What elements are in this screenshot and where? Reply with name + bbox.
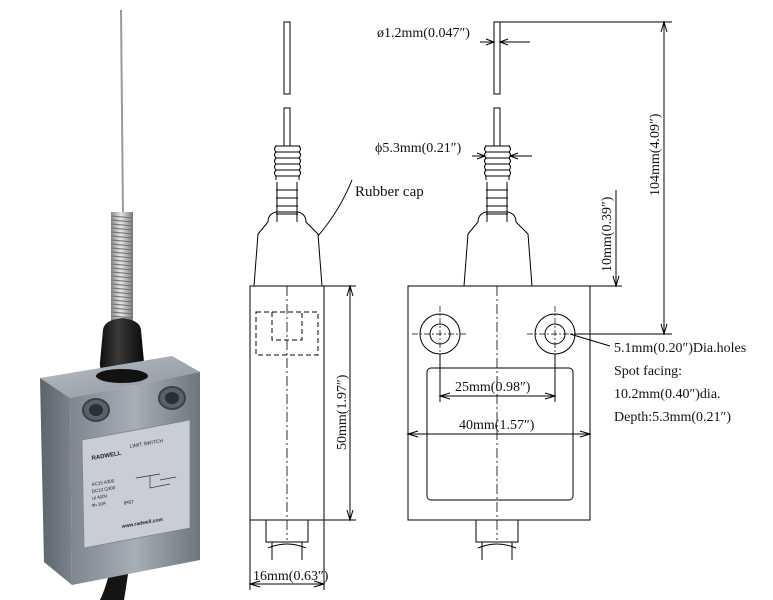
- cable: [100, 574, 128, 600]
- spec-line: Ui 400V: [91, 493, 108, 501]
- spring-coil: [110, 315, 134, 319]
- dim-cap-height: 10mm(0.39″): [590, 190, 622, 288]
- spec-line: Ith 10A: [91, 501, 106, 508]
- spring-coil: [110, 299, 134, 303]
- dim-spring-diameter: ϕ5.3mm(0.21″): [375, 141, 532, 160]
- side-rod-lower: [283, 107, 291, 147]
- front-rod-lower: [493, 107, 501, 147]
- spring-coil: [110, 215, 134, 219]
- dim-rod-diameter-label: ø1.2mm(0.047″): [377, 26, 470, 41]
- spring-coil: [110, 227, 134, 231]
- dim-body-height: 50mm(1.97″): [324, 284, 356, 522]
- spring-coil: [110, 255, 134, 259]
- spring-coil: [110, 295, 134, 299]
- spring-coil: [110, 259, 134, 263]
- dim-body-height-label: 50mm(1.97″): [335, 374, 350, 450]
- contact-schematic: [135, 473, 177, 489]
- side-spring: [274, 145, 301, 180]
- protection-rating: IP67: [123, 499, 134, 507]
- front-rubber-cap: [463, 211, 533, 287]
- body-side-face: [40, 378, 72, 585]
- front-terminal: [475, 519, 519, 543]
- rubber-cap-label: Rubber cap: [355, 184, 424, 200]
- dim-spring-diameter-label: ϕ5.3mm(0.21″): [375, 141, 462, 156]
- dim-rod-diameter: ø1.2mm(0.047″): [377, 26, 530, 46]
- dim-hole-spacing-label: 25mm(0.98″): [455, 380, 531, 395]
- spring-coil: [110, 231, 134, 235]
- side-terminal: [265, 519, 309, 543]
- spring-coil: [110, 267, 134, 271]
- rubber-cap-leader: [317, 179, 353, 237]
- spring-coil: [110, 263, 134, 267]
- side-view: [249, 21, 325, 560]
- product-label: LIMIT SWITCH: [129, 438, 164, 450]
- dim-body-width: 40mm(1.57″): [406, 418, 592, 438]
- front-rod-top: [493, 21, 501, 95]
- spring-coil: [110, 223, 134, 227]
- hole-note: 5.1mm(0.20″)Dia.holes Spot facing: 10.2m…: [614, 341, 746, 425]
- spring-coil: [110, 219, 134, 223]
- side-rod-top: [283, 21, 291, 95]
- hole-note-line3: 10.2mm(0.40″)dia.: [614, 387, 721, 402]
- hole-note-leader: [569, 333, 611, 347]
- hole-note-line4: Depth:5.3mm(0.21″): [614, 410, 731, 425]
- dim-cap-height-label: 10mm(0.39″): [600, 196, 615, 272]
- spring-coil: [110, 287, 134, 291]
- spring-coil: [110, 311, 134, 315]
- spring-coil: [110, 251, 134, 255]
- front-view: [407, 21, 591, 560]
- spring-coil: [110, 279, 134, 283]
- brand-logo: RADWELL: [91, 451, 122, 462]
- spec-line: AC15 A300: [91, 478, 115, 487]
- dim-side-width-label: 16mm(0.63″): [253, 569, 329, 584]
- hole-note-line2: Spot facing:: [614, 364, 682, 379]
- actuator-rod: [120, 9, 124, 216]
- dim-hole-spacing: 25mm(0.98″): [438, 354, 557, 402]
- spring-coil: [110, 283, 134, 287]
- front-spring: [484, 145, 511, 180]
- label-plate: [81, 419, 191, 549]
- spring-coil: [110, 243, 134, 247]
- spring-coil: [110, 271, 134, 275]
- spring-coil: [110, 291, 134, 295]
- dim-total-height: 104mm(4.09″): [500, 20, 672, 336]
- spring-coil: [110, 307, 134, 311]
- spring-coil: [110, 303, 134, 307]
- spring-coil: [110, 235, 134, 239]
- dim-body-width-label: 40mm(1.57″): [459, 418, 535, 433]
- dim-total-height-label: 104mm(4.09″): [648, 113, 663, 196]
- spec-line: DC13 Q300: [91, 485, 116, 494]
- front-body: [407, 285, 591, 521]
- hole-note-line1: 5.1mm(0.20″)Dia.holes: [614, 341, 746, 356]
- spring-coil: [110, 239, 134, 243]
- spring-coil: [110, 247, 134, 251]
- dim-side-width: 16mm(0.63″): [248, 520, 329, 590]
- spring-coil: [110, 275, 134, 279]
- side-rubber-cap: [253, 211, 323, 287]
